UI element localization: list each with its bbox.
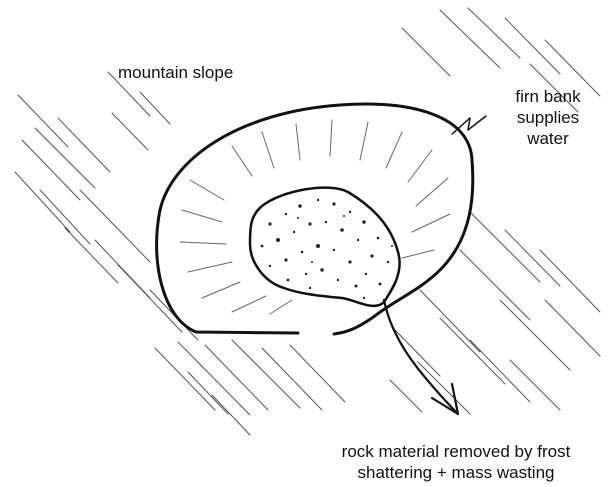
rock-material-label: rock material removed by frost shatterin…	[300, 441, 612, 483]
mountain-slope-label: mountain slope	[118, 62, 233, 83]
squiggle-icon	[452, 116, 486, 134]
rock-material-line-1: rock material removed by frost	[300, 441, 612, 462]
firn-bank-line-2: supplies	[498, 107, 598, 128]
rock-material-line-2: shattering + mass wasting	[300, 462, 612, 483]
firn-bank-label: firn bank supplies water	[498, 86, 598, 149]
firn-bank-line-1: firn bank	[498, 86, 598, 107]
firn-bank-line-3: water	[498, 128, 598, 149]
rock-debris	[250, 188, 400, 306]
